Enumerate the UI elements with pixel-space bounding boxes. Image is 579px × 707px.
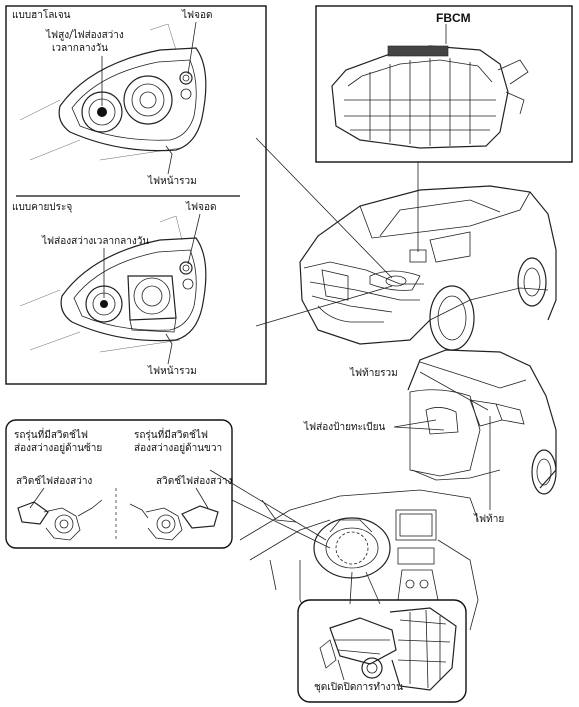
rear-combination-lamp-label: ไฟท้ายรวม: [349, 367, 398, 379]
discharge-combination-label: ไฟหน้ารวม: [147, 365, 197, 377]
halogen-high-drl-label-line1: ไฟสูง/ไฟส่องสว่าง: [45, 29, 124, 41]
discharge-parking-label: ไฟจอด: [185, 201, 216, 213]
fbcm-detail-box: FBCM: [316, 6, 572, 162]
left-switch-title-line1: รถรุ่นที่มีสวิตช์ไฟ: [14, 427, 88, 441]
headlight-detail-box: แบบฮาโลเจน ไฟสูง/ไฟส่องสว่าง เวลากลางวัน…: [6, 6, 266, 384]
tail-lamp-label: ไฟท้าย: [473, 513, 504, 525]
halogen-type-label: แบบฮาโลเจน: [12, 8, 71, 21]
switch-detail-box: รถรุ่นที่มีสวิตช์ไฟ ส่องสว่างอยู่ด้านซ้า…: [6, 420, 232, 548]
fbcm-label: FBCM: [436, 11, 471, 25]
license-plate-lamp-label: ไฟส่องป้ายทะเบียน: [303, 421, 386, 433]
discharge-drl-label: ไฟส่องสว่างเวลากลางวัน: [41, 235, 149, 247]
discharge-type-label: แบบคายประจุ: [12, 202, 72, 213]
right-switch-title-line2: ส่องสว่างอยู่ด้านขวา: [134, 442, 222, 454]
halogen-combination-label: ไฟหน้ารวม: [147, 175, 197, 187]
halogen-high-drl-label-line2: เวลากลางวัน: [52, 43, 108, 54]
right-switch-title-line1: รถรุ่นที่มีสวิตช์ไฟ: [134, 427, 208, 441]
left-switch-label: สวิตช์ไฟส่องสว่าง: [16, 475, 92, 487]
left-switch-title-line2: ส่องสว่างอยู่ด้านซ้าย: [14, 442, 102, 454]
halogen-parking-label: ไฟจอด: [181, 9, 212, 21]
car-front-illustration: [300, 186, 556, 350]
car-rear-illustration: [408, 350, 556, 494]
control-unit-label: ชุดเปิดปิดการทำงาน: [314, 682, 403, 693]
